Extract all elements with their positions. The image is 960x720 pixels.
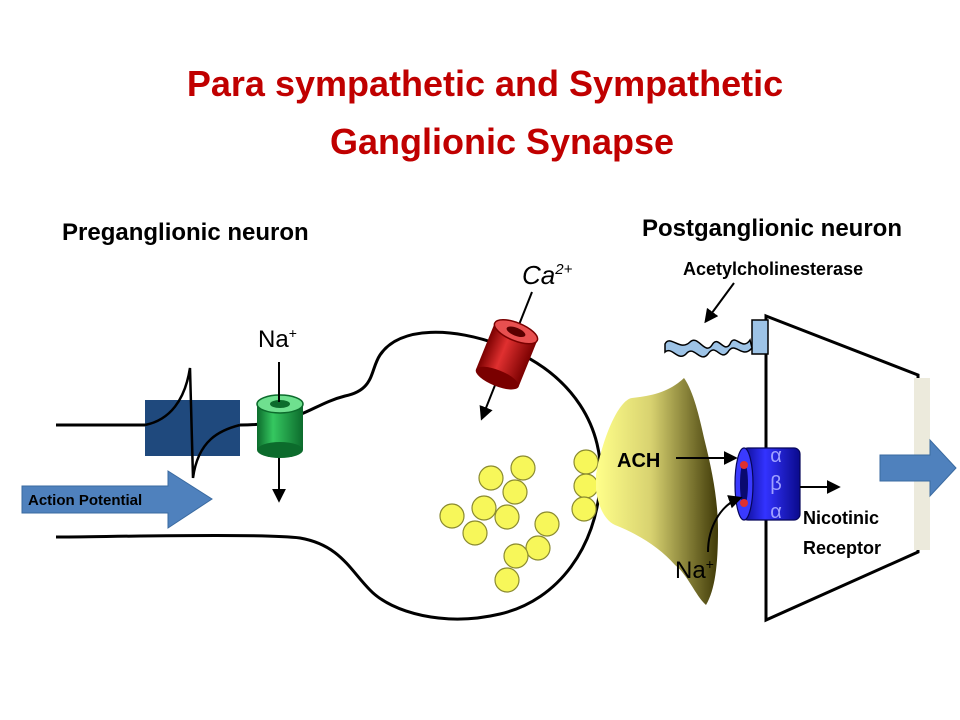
receptor-alpha-2: α <box>770 501 782 523</box>
title-line-2: Ganglionic Synapse <box>330 121 674 162</box>
nicotinic-label-line-1: Nicotinic <box>803 508 879 528</box>
action-potential-label: Action Potential <box>28 492 142 509</box>
na-influx-arrow <box>707 495 743 553</box>
vesicle <box>494 567 520 593</box>
output-arrow <box>879 438 957 498</box>
vesicle <box>471 495 497 521</box>
na-label-right: Na+ <box>675 556 714 584</box>
acetylcholinesterase-enzyme <box>664 338 753 358</box>
action-potential-trace <box>144 367 241 479</box>
sodium-channel <box>256 362 304 458</box>
synaptic-vesicles <box>439 449 599 593</box>
acetylcholinesterase-arrow <box>704 282 735 324</box>
acetylcholinesterase-label: Acetylcholinesterase <box>683 259 863 279</box>
vesicle <box>573 449 599 475</box>
nicotinic-receptor: α β α <box>734 445 801 523</box>
vesicle <box>502 479 528 505</box>
ca-label: Ca2+ <box>522 260 573 290</box>
axon-membrane-top-right <box>55 330 603 621</box>
receptor-alpha-1: α <box>770 445 782 467</box>
vesicle <box>494 504 520 530</box>
title-line-1: Para sympathetic and Sympathetic <box>187 63 783 104</box>
nicotinic-label-line-2: Receptor <box>803 538 881 558</box>
vesicle <box>462 520 488 546</box>
vesicle <box>525 535 551 561</box>
ach-label: ACH <box>617 450 660 472</box>
postganglionic-label: Postganglionic neuron <box>642 215 902 242</box>
enzyme-anchor <box>751 319 769 355</box>
action-potential-arrow <box>21 470 213 529</box>
vesicle <box>571 496 597 522</box>
vesicle <box>439 503 465 529</box>
ach-cloud <box>596 378 718 605</box>
na-label-left: Na+ <box>258 325 297 353</box>
receptor-beta: β <box>770 473 782 495</box>
vesicle <box>573 473 599 499</box>
vesicle <box>503 543 529 569</box>
preganglionic-label: Preganglionic neuron <box>62 219 309 246</box>
vesicle <box>534 511 560 537</box>
vesicle <box>478 465 504 491</box>
vesicle <box>510 455 536 481</box>
calcium-channel <box>475 319 539 390</box>
